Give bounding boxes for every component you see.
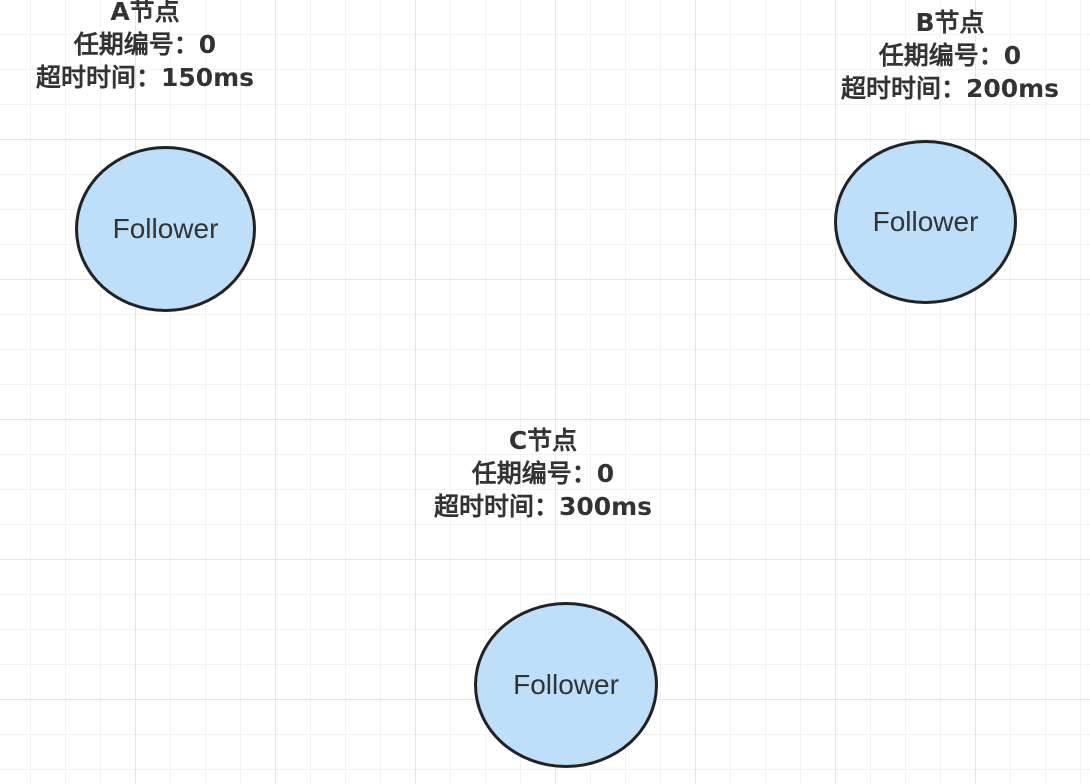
node-b-label: B节点 任期编号：0 超时时间：200ms — [810, 6, 1090, 105]
node-c-name: C节点 — [508, 426, 578, 455]
node-b-name: B节点 — [915, 8, 985, 37]
node-c-state: Follower — [513, 669, 619, 700]
node-c-term: 任期编号：0 — [471, 459, 615, 488]
node-a-label: A节点 任期编号：0 超时时间：150ms — [5, 0, 285, 94]
node-c-circle: Follower — [474, 602, 658, 768]
node-c-label: C节点 任期编号：0 超时时间：300ms — [403, 424, 683, 523]
node-c-timeout: 超时时间：300ms — [433, 492, 653, 521]
node-a-timeout: 超时时间：150ms — [35, 63, 255, 92]
node-b-term: 任期编号：0 — [878, 41, 1022, 70]
node-a-circle: Follower — [75, 146, 256, 312]
node-a-state: Follower — [112, 213, 219, 244]
node-b-timeout: 超时时间：200ms — [840, 74, 1060, 103]
node-a-name: A节点 — [110, 0, 180, 26]
node-a-term: 任期编号：0 — [73, 30, 217, 59]
node-b-state: Follower — [872, 206, 979, 237]
node-b-circle: Follower — [834, 140, 1017, 304]
